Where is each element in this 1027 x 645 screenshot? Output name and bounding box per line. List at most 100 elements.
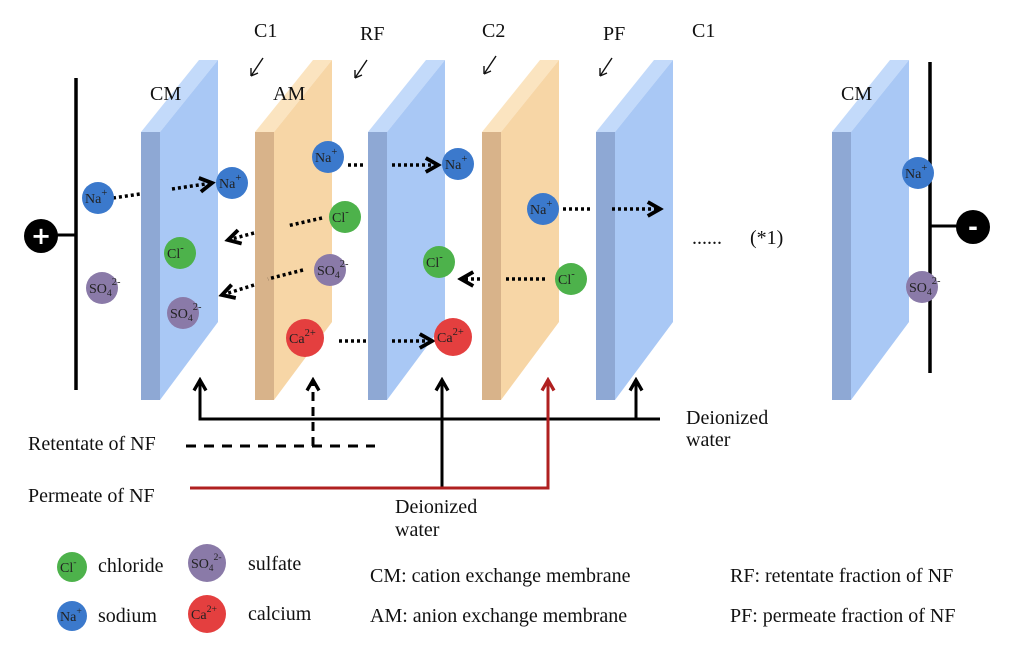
ion-symbol: SO xyxy=(170,307,188,322)
sodium-ion: Na+ xyxy=(527,193,559,225)
ion-symbol: Cl xyxy=(426,256,439,271)
chloride-ion: Cl- xyxy=(423,246,455,278)
label-c2: C2 xyxy=(482,20,505,42)
legend-cm: CM: cation exchange membrane xyxy=(370,565,631,587)
svg-text:SO42-: SO42- xyxy=(170,302,202,324)
svg-text:Na+: Na+ xyxy=(530,199,552,218)
sodium-ion: Na+ xyxy=(312,141,344,173)
deionized-water-right-line2: water xyxy=(686,429,731,451)
svg-text:Cl-: Cl- xyxy=(558,269,575,288)
ion-charge: + xyxy=(921,163,927,174)
ion-subscript: 4 xyxy=(335,270,340,281)
ion-charge: 2- xyxy=(112,277,121,288)
membrane-face xyxy=(387,60,445,400)
membrane-edge xyxy=(141,132,160,400)
ion-charge: 2- xyxy=(213,552,221,563)
ion-symbol: Cl xyxy=(332,211,345,226)
svg-text:Na+: Na+ xyxy=(445,154,467,173)
ion-charge: - xyxy=(571,269,575,280)
ion-charge: + xyxy=(101,188,107,199)
svg-text:Ca2+: Ca2+ xyxy=(289,328,316,347)
ion-symbol: SO xyxy=(89,282,107,297)
svg-text:SO42-: SO42- xyxy=(191,552,222,573)
anion-exchange-membrane xyxy=(482,60,559,400)
svg-text:SO42-: SO42- xyxy=(317,259,349,281)
ion-charge: + xyxy=(76,606,82,617)
label-am: AM xyxy=(273,83,305,105)
ion-charge: + xyxy=(461,154,467,165)
chloride-ion: Cl- xyxy=(57,552,87,582)
permeate-label: Permeate of NF xyxy=(28,485,155,507)
membrane-top xyxy=(832,60,909,132)
ion-symbol: Ca xyxy=(289,332,305,347)
sulfate-ion: SO42- xyxy=(906,271,941,303)
ion-symbol: Na xyxy=(219,177,236,192)
ion-symbol: Cl xyxy=(60,561,73,576)
ion-charge: - xyxy=(439,252,443,263)
sodium-ion: Na+ xyxy=(216,167,248,199)
ion-migration-arrows xyxy=(112,165,660,341)
legend-sodium: sodium xyxy=(98,605,157,627)
sulfate-ion: SO42- xyxy=(314,254,349,286)
cathode: - xyxy=(928,62,990,373)
ion-symbol: SO xyxy=(191,557,209,572)
label-rf: RF xyxy=(360,23,384,45)
ion-charge: - xyxy=(73,557,76,568)
ion-charge: 2+ xyxy=(305,328,316,339)
ion-symbol: Cl xyxy=(167,247,180,262)
svg-text:Na+: Na+ xyxy=(315,147,337,166)
chloride-ion: Cl- xyxy=(164,237,196,269)
svg-text:Ca2+: Ca2+ xyxy=(437,327,464,346)
sulfate-ion: SO42- xyxy=(188,544,226,582)
ion-charge: - xyxy=(180,243,184,254)
membrane-stack xyxy=(141,60,909,400)
minus-icon: - xyxy=(968,213,978,241)
svg-text:Cl-: Cl- xyxy=(60,557,77,576)
svg-text:Na+: Na+ xyxy=(219,173,241,192)
membrane-top xyxy=(255,60,332,132)
svg-text:SO42-: SO42- xyxy=(89,277,121,299)
ion-subscript: 4 xyxy=(927,287,932,298)
membrane-edge xyxy=(368,132,387,400)
anode: + xyxy=(24,78,78,390)
ion-symbol: Ca xyxy=(437,331,453,346)
label-pf: PF xyxy=(603,23,625,45)
ion-symbol: Na xyxy=(315,151,332,166)
membrane-edge xyxy=(596,132,615,400)
ion-charge: 2- xyxy=(932,276,941,287)
membrane-top xyxy=(482,60,559,132)
sodium-ion: Na+ xyxy=(442,148,474,180)
label-c1: C1 xyxy=(254,20,277,42)
ion-charge: 2- xyxy=(193,302,202,313)
calcium-ion: Ca2+ xyxy=(188,595,226,633)
svg-text:Na+: Na+ xyxy=(85,188,107,207)
ion-subscript: 4 xyxy=(107,288,112,299)
compartment-pointer-arrows xyxy=(250,55,613,79)
legend-sulfate: sulfate xyxy=(248,553,301,575)
legend-chloride: chloride xyxy=(98,555,164,577)
svg-text:Cl-: Cl- xyxy=(426,252,443,271)
legend-calcium: calcium xyxy=(248,603,312,625)
svg-text:SO42-: SO42- xyxy=(909,276,941,298)
membrane-top xyxy=(596,60,673,132)
sodium-ion: Na+ xyxy=(82,182,114,214)
ion-symbol: Cl xyxy=(558,273,571,288)
plus-icon: + xyxy=(31,222,51,250)
ion-charge: - xyxy=(345,207,349,218)
cation-exchange-membrane xyxy=(596,60,673,400)
membrane-face xyxy=(501,60,559,400)
ion-charge: 2+ xyxy=(453,327,464,338)
cation-exchange-membrane xyxy=(832,60,909,400)
deionized-water-bottom-line2: water xyxy=(395,519,440,541)
cation-exchange-membrane xyxy=(368,60,445,400)
ion-charge: + xyxy=(546,199,552,210)
svg-text:Cl-: Cl- xyxy=(167,243,184,262)
ion-charge: 2+ xyxy=(207,604,218,615)
calcium-ion: Ca2+ xyxy=(434,318,472,356)
deionized-water-bottom-line1: Deionized xyxy=(395,496,477,518)
legend-pf: PF: permeate fraction of NF xyxy=(730,605,956,627)
sodium-ion: Na+ xyxy=(57,601,87,631)
calcium-ion: Ca2+ xyxy=(286,319,324,357)
svg-text:Ca2+: Ca2+ xyxy=(191,604,217,623)
